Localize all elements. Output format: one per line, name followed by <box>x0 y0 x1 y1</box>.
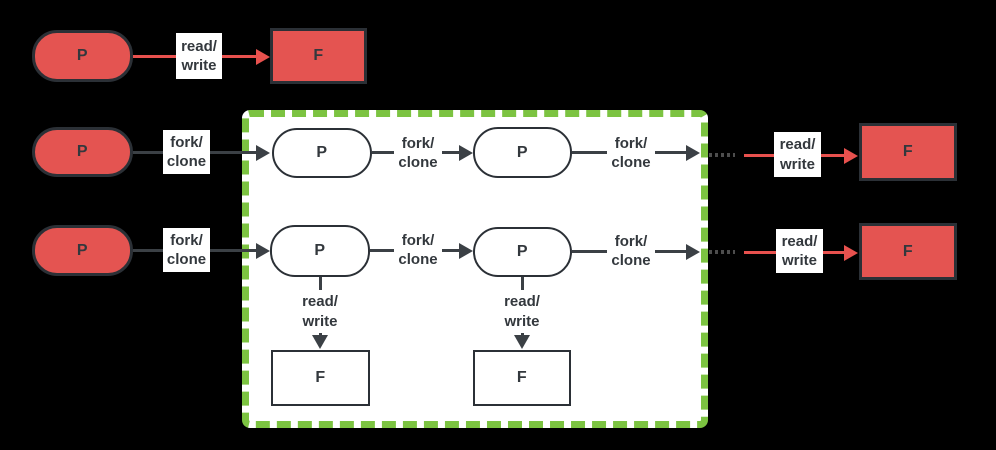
parent-process-row1: P <box>32 30 133 82</box>
parent-process-row3: P <box>32 225 133 276</box>
arrowhead-right-icon <box>256 145 270 161</box>
process-label: P <box>516 243 529 260</box>
edge-label-fork-clone: fork/ clone <box>607 131 655 175</box>
ellipsis-dotted-line <box>709 153 735 157</box>
process-label: P <box>76 47 89 64</box>
edge-label-read-write: read/ write <box>497 290 547 333</box>
forked-process-row2-1: P <box>272 128 372 178</box>
edge-label-read-write: read/ write <box>176 33 222 79</box>
arrowhead-right-icon <box>256 49 270 65</box>
file-label: F <box>315 369 326 386</box>
process-label: P <box>516 143 529 161</box>
process-label: P <box>76 143 89 160</box>
arrowhead-right-icon <box>686 145 700 161</box>
edge-label-fork-clone: fork/ clone <box>394 228 442 272</box>
edge-label-fork-clone: fork/ clone <box>163 228 210 272</box>
arrowhead-right-icon <box>844 148 858 164</box>
forked-process-row3-2: P <box>473 227 572 277</box>
edge-label-fork-clone: fork/ clone <box>607 229 655 273</box>
file-label: F <box>516 369 528 386</box>
forked-process-row2-2: P <box>473 127 572 178</box>
arrowhead-right-icon <box>844 245 858 261</box>
file-node-inner-1: F <box>271 350 370 406</box>
edge-label-read-write: read/ write <box>776 229 823 273</box>
edge-label-fork-clone: fork/ clone <box>163 130 210 174</box>
parent-process-row2: P <box>32 127 133 177</box>
edge-label-fork-clone: fork/ clone <box>394 131 442 175</box>
file-label: F <box>902 242 914 260</box>
file-node-row3: F <box>859 223 957 280</box>
file-node-inner-2: F <box>473 350 571 406</box>
ellipsis-dotted-line <box>709 250 735 254</box>
arrowhead-right-icon <box>459 243 473 259</box>
file-node-row2: F <box>859 123 957 181</box>
arrowhead-right-icon <box>256 243 270 259</box>
edge-label-read-write: read/ write <box>774 132 821 177</box>
arrowhead-right-icon <box>686 244 700 260</box>
edge-label-read-write: read/ write <box>295 290 345 333</box>
arrowhead-down-icon <box>312 335 328 349</box>
process-label: P <box>76 241 89 259</box>
arrowhead-right-icon <box>459 145 473 161</box>
process-label: P <box>316 144 328 161</box>
file-node-row1: F <box>270 28 367 84</box>
file-label: F <box>313 47 324 64</box>
arrowhead-down-icon <box>514 335 530 349</box>
forked-process-row3-1: P <box>270 225 370 277</box>
process-label: P <box>314 242 326 259</box>
file-label: F <box>902 143 914 160</box>
